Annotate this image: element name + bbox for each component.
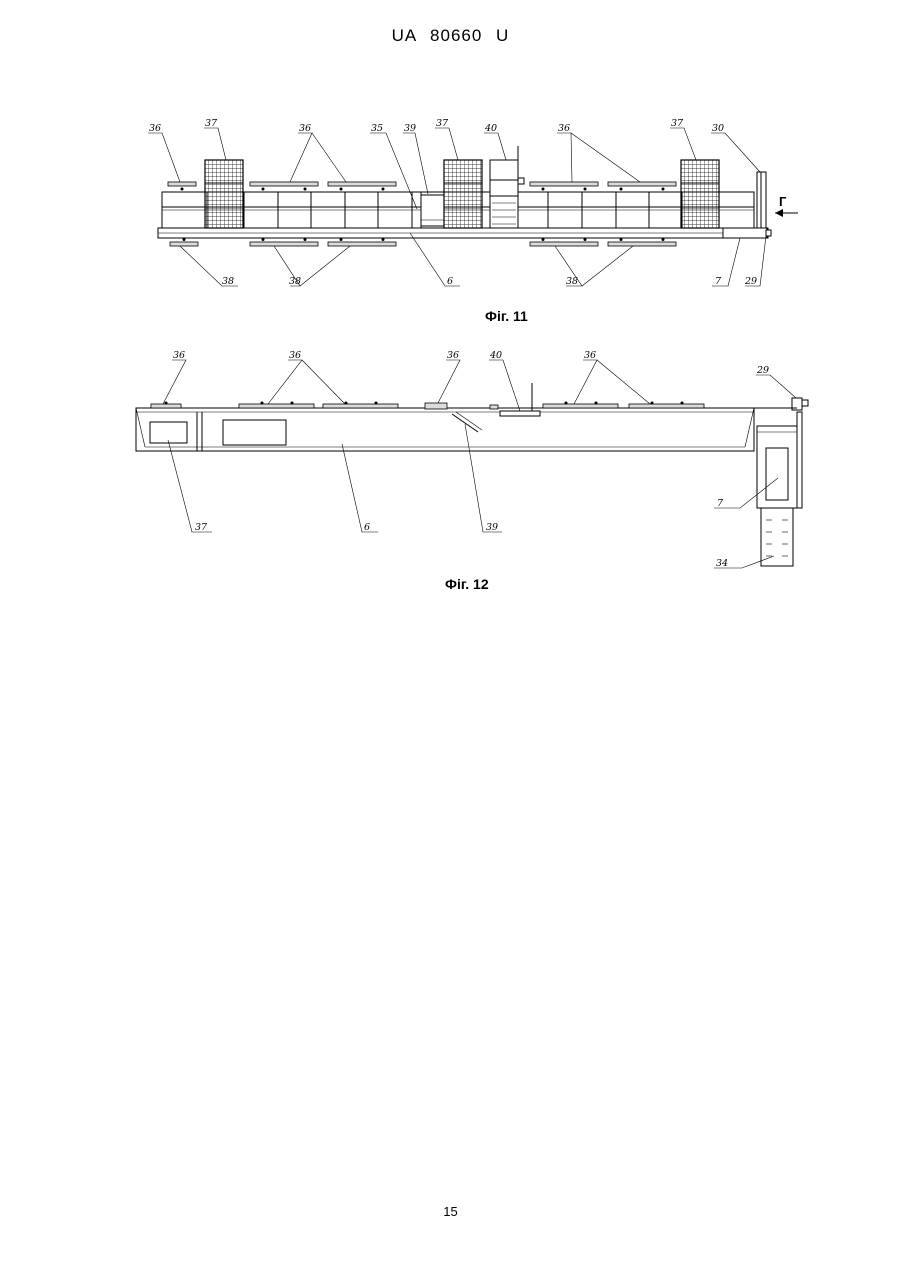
fig11-label-36c: 36	[558, 123, 570, 134]
fig11-label-7: 7	[715, 276, 722, 287]
figure-12: 36 36 36 40 36 29 37 6 39 7 34 Фіг. 12	[136, 350, 808, 592]
fig12-window-main	[223, 420, 286, 445]
fig12-label-29: 29	[756, 365, 769, 376]
fig11-bottom-panels	[170, 238, 676, 246]
fig12-label-36b: 36	[289, 350, 301, 361]
fig12-label-7: 7	[717, 498, 724, 509]
fig11-label-36b: 36	[299, 123, 311, 134]
fig11-label-37b: 37	[436, 118, 449, 129]
fig11-hatched-block-37c	[681, 160, 719, 228]
fig11-top-panels	[168, 182, 676, 191]
figure-11: Г 36 37 36	[148, 118, 798, 324]
fig12-label-40: 40	[489, 350, 502, 361]
fig12-label-36a: 36	[173, 350, 185, 361]
fig11-label-40: 40	[484, 123, 497, 134]
fig11-caption: Фіг. 11	[485, 308, 528, 324]
fig12-side-column	[754, 398, 808, 566]
fig11-view-arrow	[775, 209, 798, 217]
fig11-label-6: 6	[447, 276, 453, 287]
fig11-label-37c: 37	[671, 118, 684, 129]
fig11-label-38b: 38	[289, 276, 301, 287]
fig11-label-38c: 38	[566, 276, 578, 287]
fig11-label-39: 39	[404, 123, 416, 134]
fig11-label-37a: 37	[205, 118, 218, 129]
fig12-caption: Фіг. 12	[445, 576, 489, 592]
fig12-label-37: 37	[195, 522, 208, 533]
fig12-label-34: 34	[716, 558, 728, 569]
fig11-label-38a: 38	[222, 276, 234, 287]
fig12-label-6: 6	[364, 522, 370, 533]
fig11-label-29: 29	[744, 276, 757, 287]
fig11-hatched-block-37a	[205, 160, 243, 228]
page-number: 15	[0, 1204, 901, 1219]
fig12-box-34	[761, 508, 793, 566]
fig11-arrow-label: Г	[779, 194, 787, 209]
fig11-label-36a: 36	[149, 123, 161, 134]
fig12-window-37	[150, 422, 187, 443]
fig12-label-36c: 36	[447, 350, 459, 361]
fig11-label-30: 30	[712, 123, 724, 134]
fig11-hatched-block-37b	[444, 160, 482, 228]
fig12-label-39: 39	[486, 522, 498, 533]
fig12-label-36d: 36	[584, 350, 596, 361]
fig11-label-35: 35	[371, 123, 383, 134]
